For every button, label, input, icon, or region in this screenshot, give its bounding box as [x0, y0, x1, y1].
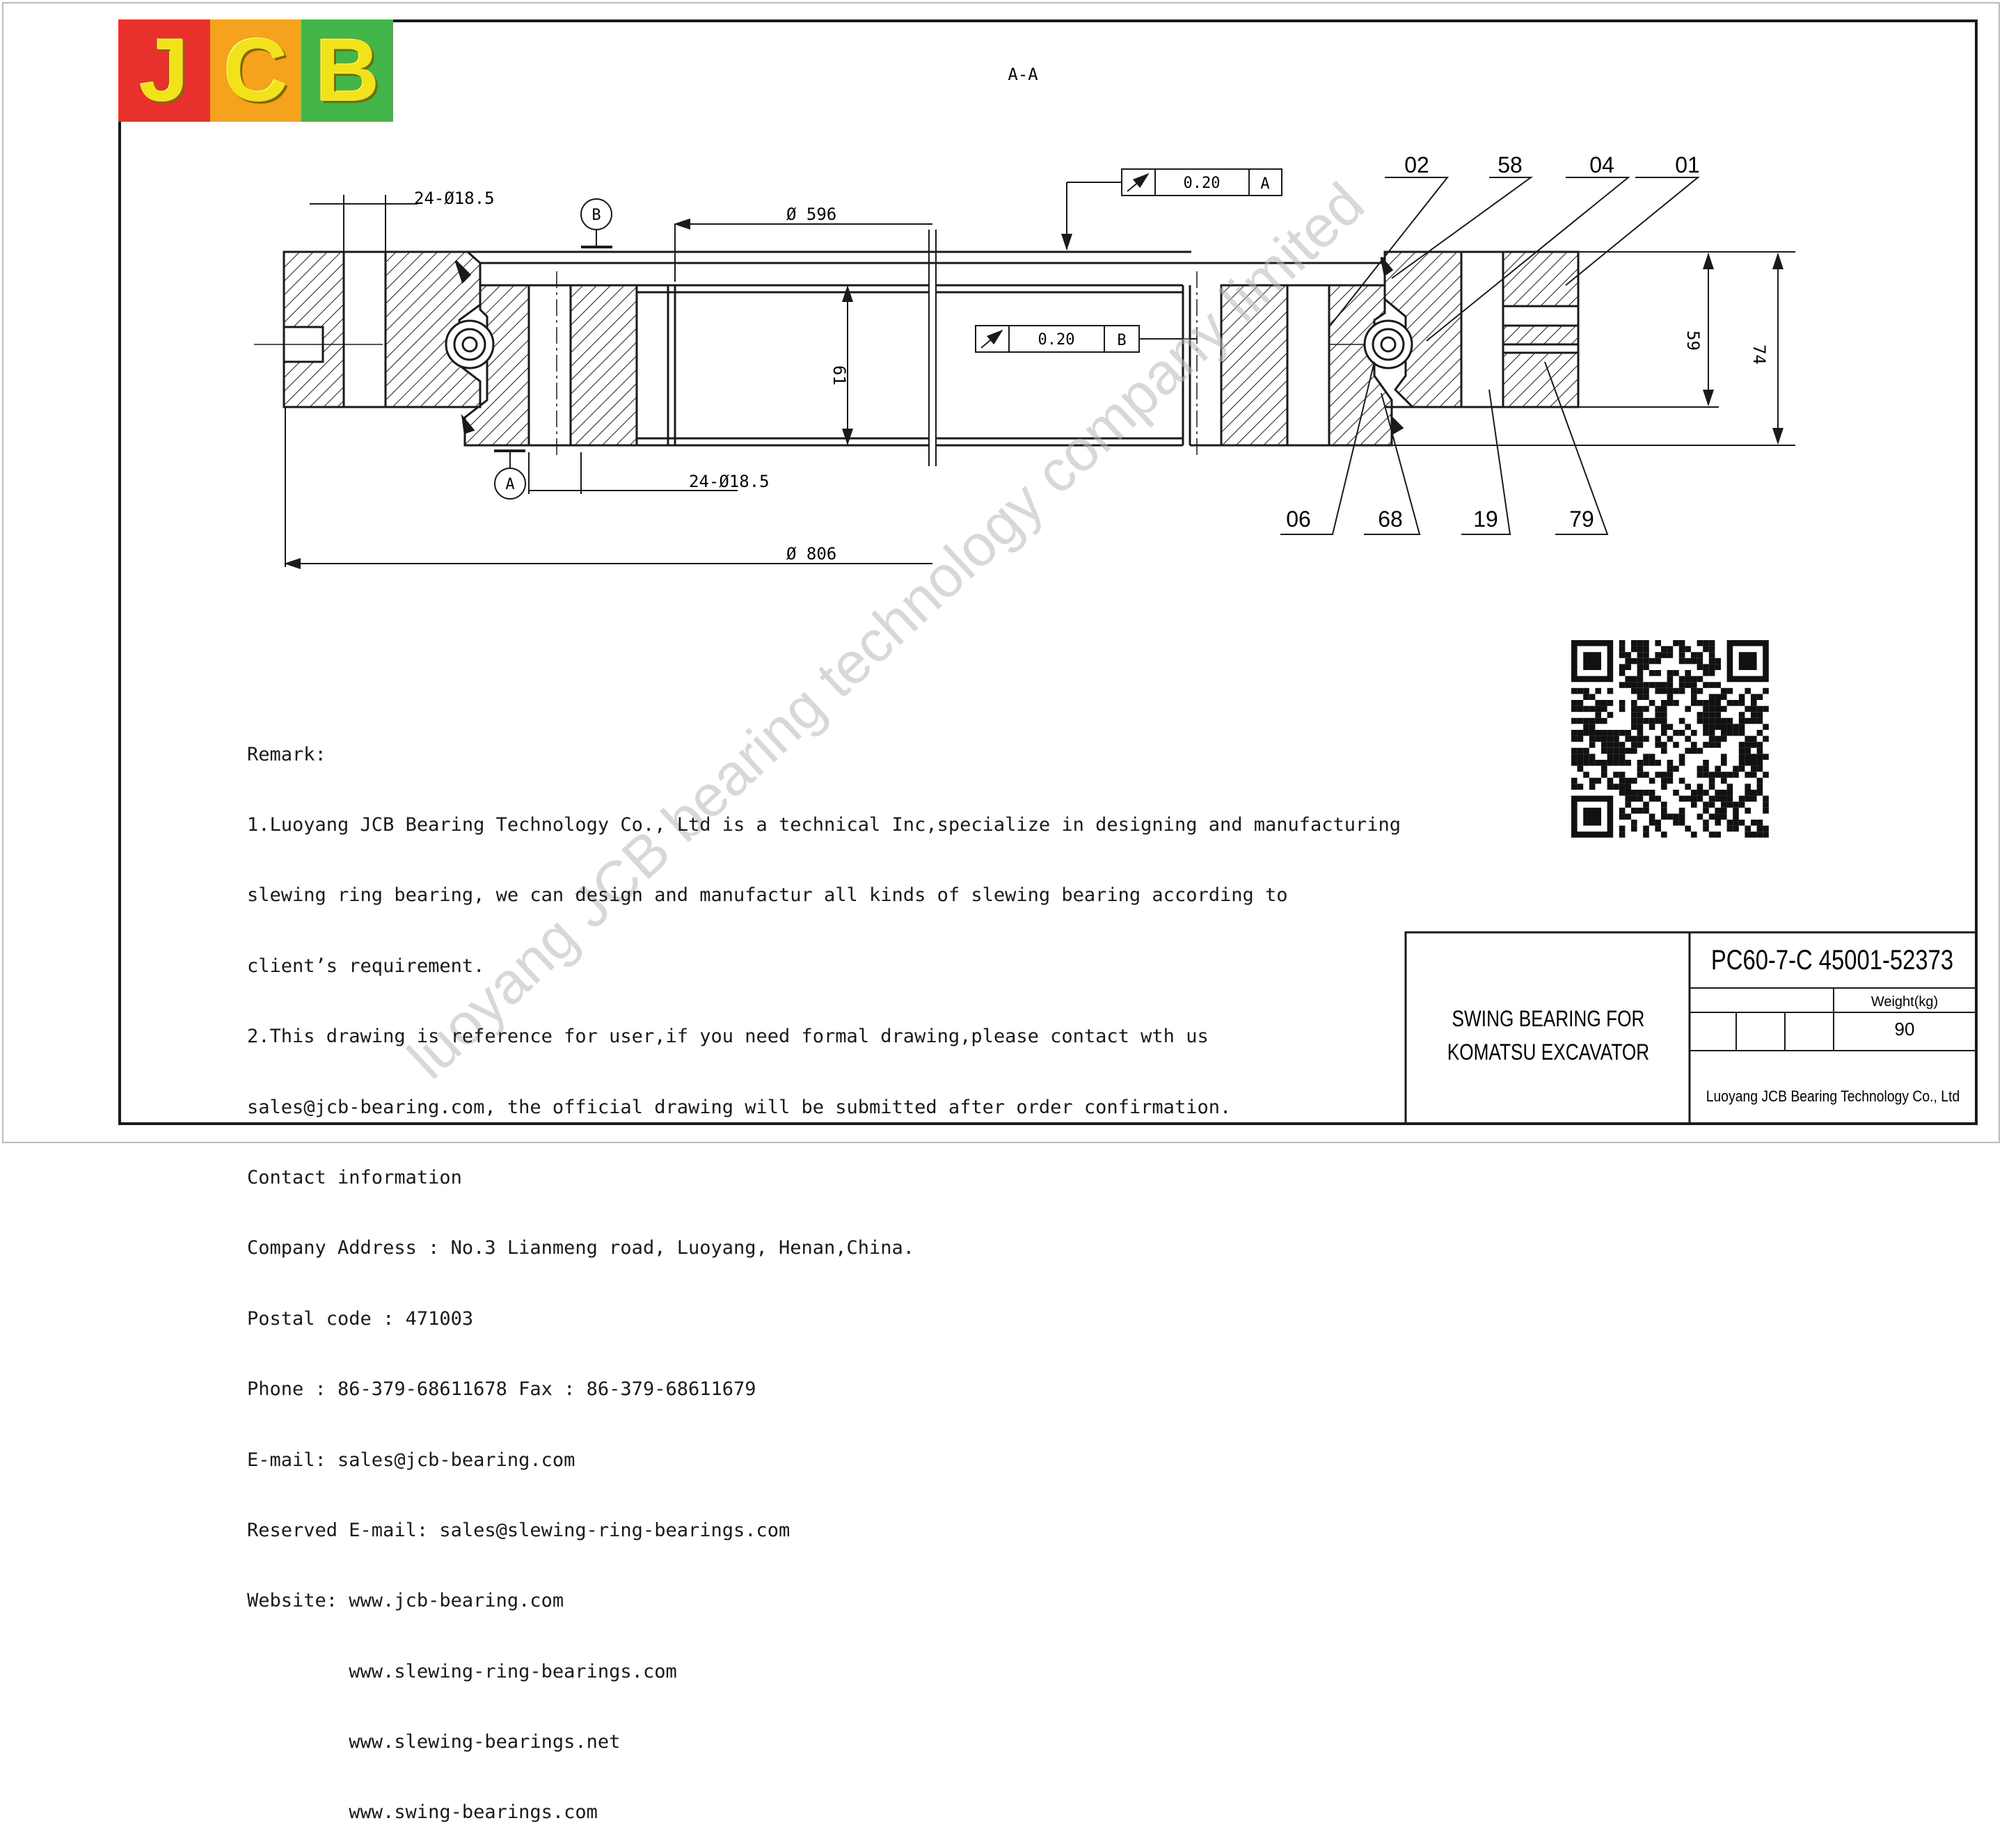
remark-line: Company Address : No.3 Lianmeng road, Lu… — [247, 1237, 915, 1259]
remark-line: www.slewing-ring-bearings.com — [247, 1660, 677, 1682]
part-68: 68 — [1378, 507, 1403, 532]
remark-line: 2.This drawing is reference for user,if … — [247, 1026, 1209, 1048]
tolerance-frame-inner — [975, 325, 1140, 353]
datum-a-circle — [494, 468, 526, 500]
part-19: 19 — [1473, 507, 1498, 532]
jcb-logo: J C B — [118, 19, 394, 122]
tolerance-top-value: 0.20 — [1184, 175, 1221, 192]
tolerance-top-datum: A — [1260, 175, 1269, 193]
remark-line: slewing ring bearing, we can design and … — [247, 884, 1288, 907]
dimension-lines — [284, 182, 1795, 569]
remark-line: Reserved E-mail: sales@slewing-ring-bear… — [247, 1519, 791, 1541]
remark-line: E-mail: sales@jcb-bearing.com — [247, 1449, 575, 1471]
tolerance-frame-top — [1121, 168, 1282, 196]
part-04: 04 — [1589, 152, 1614, 177]
remark-line: client’s requirement. — [247, 955, 485, 977]
dim-inner-diameter: Ø 596 — [786, 205, 836, 224]
dim-height-59: 59 — [1683, 330, 1703, 351]
remark-line: 1.Luoyang JCB Bearing Technology Co., Lt… — [247, 813, 1401, 836]
dim-height-74: 74 — [1749, 344, 1769, 365]
left-outer-bolt-hole — [342, 250, 387, 408]
left-inner-ring-b — [569, 284, 638, 447]
part-code: PC60-7-C 45001-52373 — [1711, 944, 1953, 975]
right-outer-bolt-hole — [1460, 250, 1504, 408]
remark-line: Website: www.jcb-bearing.com — [247, 1590, 564, 1612]
part-79: 79 — [1569, 507, 1594, 532]
sheet-border — [118, 19, 1978, 1125]
remark-line: www.swing-bearings.com — [247, 1801, 598, 1824]
title-block-company: Luoyang JCB Bearing Technology Co., Ltd — [1706, 1088, 1960, 1105]
description-line2: KOMATSU EXCAVATOR — [1447, 1041, 1650, 1065]
remark-line: Phone : 86-379-68611678 Fax : 86-379-686… — [247, 1378, 756, 1401]
remark-line: www.slewing-bearings.net — [247, 1731, 621, 1753]
logo-cell-j: J — [118, 19, 210, 122]
datum-a-label: A — [505, 476, 514, 493]
tolerance-inner-value: 0.20 — [1038, 331, 1075, 349]
datum-b-circle — [580, 198, 612, 230]
part-06: 06 — [1286, 507, 1311, 532]
qr-code — [1569, 639, 1816, 839]
title-block — [1404, 931, 1978, 1125]
dim-outer-diameter: Ø 806 — [786, 544, 836, 564]
description-line1: SWING BEARING FOR — [1452, 1007, 1645, 1032]
remark-line: Postal code : 471003 — [247, 1307, 474, 1330]
section-label: A-A — [1008, 65, 1038, 84]
dim-bolt-holes-outer: 24-Ø18.5 — [414, 189, 495, 208]
logo-letter-b: B — [315, 20, 380, 120]
logo-letter-j: J — [139, 20, 189, 120]
sheet-outer-border — [2, 2, 2000, 1143]
engineering-drawing: A-A — [2, 2, 2000, 1143]
dim-height-61: 61 — [829, 365, 849, 385]
right-inner-ring-b — [1220, 284, 1289, 447]
part-02: 02 — [1404, 152, 1429, 177]
logo-letter-c: C — [223, 20, 288, 120]
weight-label: Weight(kg) — [1871, 994, 1938, 1010]
tolerance-inner-datum: B — [1117, 332, 1126, 349]
left-section — [283, 250, 638, 447]
logo-cell-b: B — [301, 19, 394, 122]
part-01: 01 — [1675, 152, 1700, 177]
part-leaders — [1280, 177, 1700, 535]
logo-cell-c: C — [209, 19, 302, 122]
remark-line: Remark: — [247, 743, 326, 765]
part-58: 58 — [1497, 152, 1523, 177]
remark-line: sales@jcb-bearing.com, the official draw… — [247, 1096, 1232, 1118]
datum-b-label: B — [591, 207, 601, 224]
remark-line: Contact information — [247, 1166, 462, 1188]
dim-bolt-holes-inner: 24-Ø18.5 — [689, 472, 770, 491]
remarks-block: Remark: 1.Luoyang JCB Bearing Technology… — [247, 696, 1401, 1848]
right-section — [1220, 250, 1580, 447]
weight-value: 90 — [1895, 1019, 1915, 1040]
